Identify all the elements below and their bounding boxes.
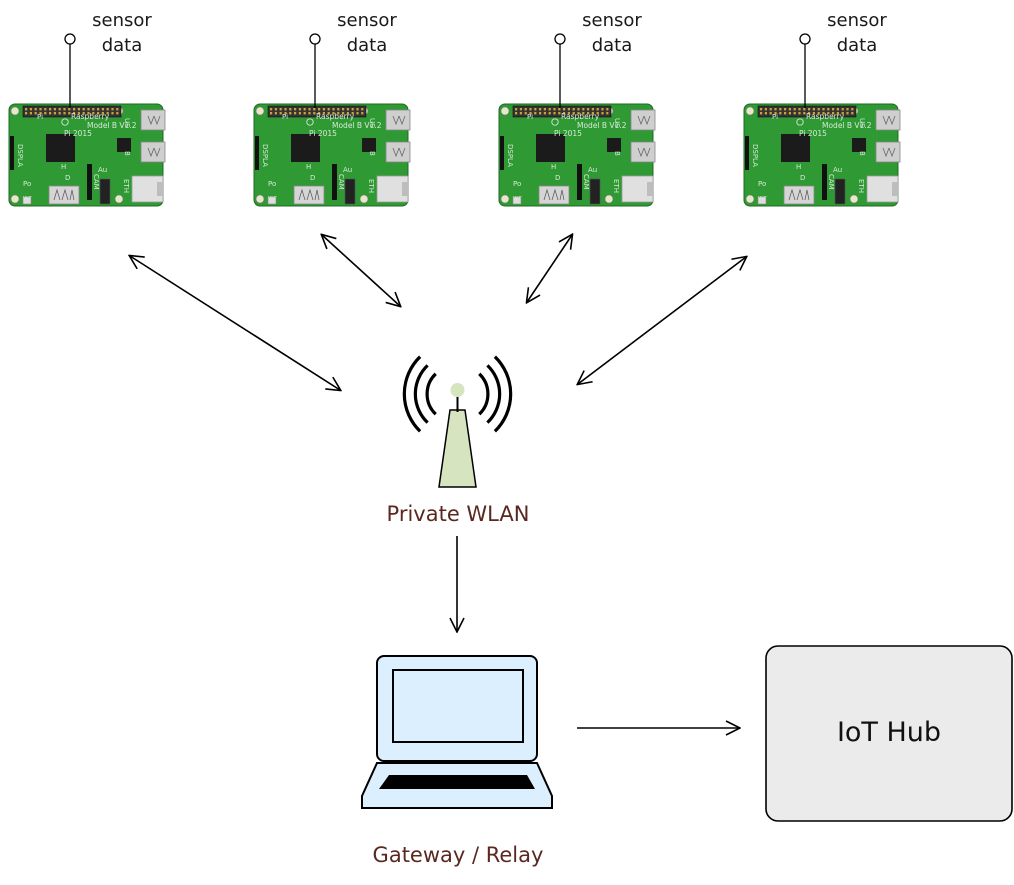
board-silkscreen-label: D (800, 174, 805, 182)
board-silkscreen-label: H (61, 163, 66, 171)
board-silkscreen-label: wr (758, 194, 767, 202)
sensor-antenna-icon (799, 33, 811, 45)
board-silkscreen-label: wr (268, 194, 277, 202)
board-silkscreen-label: Po (758, 180, 766, 188)
link-board-3-wlan (527, 235, 572, 302)
gateway-label: Gateway / Relay (372, 843, 544, 867)
board-silkscreen-label: DSPLA (751, 144, 759, 167)
board-silkscreen-label: wr (513, 194, 522, 202)
board-brand-text: Raspberry (71, 112, 110, 121)
sensor-antenna-icon (554, 33, 566, 45)
board-silkscreen-label: US (368, 118, 376, 128)
board-silkscreen-label: CAM (337, 174, 345, 190)
board-silkscreen-label: Po (268, 180, 276, 188)
board-silkscreen-label: D (555, 174, 560, 182)
board-silkscreen-label: B (613, 151, 621, 156)
sensor-label-line2: data (591, 35, 633, 56)
board-silkscreen-label: CAM (827, 174, 835, 190)
sensor-antenna-icon (309, 33, 321, 45)
sensor-label-line1: sensor (92, 10, 152, 31)
board-year-text: Pi 2015 (799, 129, 827, 138)
board-silkscreen-label: US (613, 118, 621, 128)
board-model-text: Model B V1.2 (87, 121, 137, 130)
board-model-text: Model B V1.2 (577, 121, 627, 130)
board-silkscreen-label: ETH (612, 179, 620, 193)
board-brand-text: Raspberry (806, 112, 845, 121)
board-silkscreen-label: B (858, 151, 866, 156)
board-silkscreen-label: Au (343, 166, 352, 174)
board-model-text: Model B V1.2 (332, 121, 382, 130)
wlan-label: Private WLAN (386, 502, 530, 526)
sensor-label-line2: data (101, 35, 143, 56)
sensor-label-line2: data (836, 35, 878, 56)
board-silkscreen-label: ETH (857, 179, 865, 193)
board-silkscreen-label: Au (98, 166, 107, 174)
link-board-2-wlan (322, 235, 400, 306)
board-silkscreen-label: H (796, 163, 801, 171)
board-silkscreen-label: ETH (122, 179, 130, 193)
board-silkscreen-label: H (551, 163, 556, 171)
sensor-label-line1: sensor (337, 10, 397, 31)
board-silkscreen-label: wr (23, 194, 32, 202)
board-silkscreen-label: DSPLA (16, 144, 24, 167)
board-year-text: Pi 2015 (64, 129, 92, 138)
board-silkscreen-label: D (65, 174, 70, 182)
board-brand-text: Raspberry (561, 112, 600, 121)
board-brand-text: Raspberry (316, 112, 355, 121)
board-silkscreen-label: US (858, 118, 866, 128)
sensor-label-line1: sensor (582, 10, 642, 31)
iot-hub-label: IoT Hub (836, 717, 942, 748)
board-silkscreen-label: Po (23, 180, 31, 188)
board-silkscreen-label: DSPLA (506, 144, 514, 167)
board-silkscreen-label: Pi (772, 113, 778, 121)
board-silkscreen-label: B (123, 151, 131, 156)
board-silkscreen-label: Au (833, 166, 842, 174)
board-year-text: Pi 2015 (309, 129, 337, 138)
sensor-label-line2: data (346, 35, 388, 56)
board-silkscreen-label: CAM (582, 174, 590, 190)
board-silkscreen-label: CAM (92, 174, 100, 190)
board-silkscreen-label: B (368, 151, 376, 156)
board-silkscreen-label: Pi (37, 113, 43, 121)
board-silkscreen-label: D (310, 174, 315, 182)
board-silkscreen-label: Pi (282, 113, 288, 121)
board-silkscreen-label: H (306, 163, 311, 171)
sensor-label-line1: sensor (827, 10, 887, 31)
link-board-4-wlan (578, 257, 746, 384)
laptop-icon (361, 655, 553, 809)
link-board-1-wlan (130, 256, 340, 390)
iot-hub-box (765, 645, 1013, 822)
board-silkscreen-label: DSPLA (261, 144, 269, 167)
board-silkscreen-label: Po (513, 180, 521, 188)
wifi-tower-icon (402, 355, 513, 488)
board-year-text: Pi 2015 (554, 129, 582, 138)
board-silkscreen-label: ETH (367, 179, 375, 193)
board-model-text: Model B V1.2 (822, 121, 872, 130)
sensor-antenna-icon (64, 33, 76, 45)
board-silkscreen-label: US (123, 118, 131, 128)
board-silkscreen-label: Pi (527, 113, 533, 121)
board-silkscreen-label: Au (588, 166, 597, 174)
